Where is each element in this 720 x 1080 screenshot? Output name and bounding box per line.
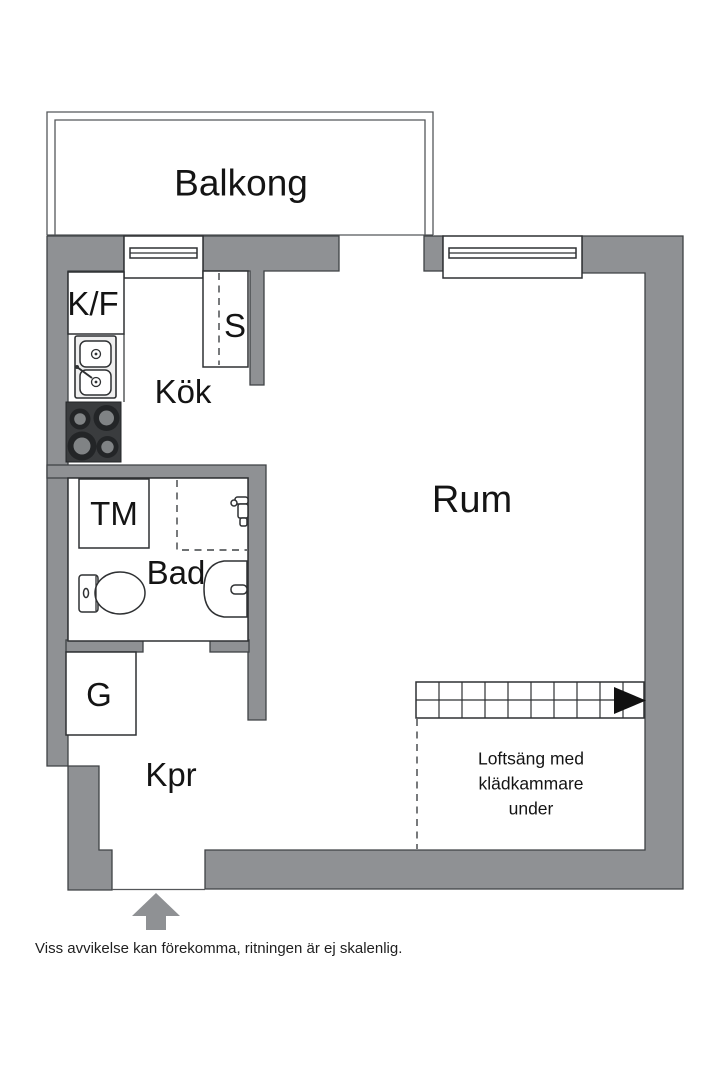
- window-icon-left: [123, 235, 204, 279]
- room-label: Rum: [431, 479, 513, 522]
- fridge-freezer-box: [67, 271, 125, 402]
- fridge-freezer-label: K/F: [67, 284, 119, 322]
- loft-note-line1: Loftsäng med klädkammare: [477, 748, 585, 794]
- wardrobe-g-label: G: [86, 675, 112, 713]
- stairs-direction-arrow: [614, 687, 646, 714]
- shower-mixer-icon: [230, 496, 249, 527]
- bathroom-sink-icon: [203, 560, 248, 618]
- disclaimer-text: Viss avvikelse kan förekomma, ritningen …: [35, 940, 403, 957]
- stairs-icon: [415, 681, 646, 719]
- toilet-icon: [78, 571, 146, 615]
- closet-s-label: S: [223, 306, 247, 344]
- loft-note: Loftsäng med klädkammare under: [437, 747, 626, 822]
- window-icon-right: [442, 235, 583, 279]
- bathroom-label: Bad: [146, 553, 206, 591]
- kitchen-label: Kök: [154, 372, 212, 410]
- closet-s-box: [202, 270, 249, 368]
- washing-machine-box: [78, 478, 150, 549]
- loft-note-line2: under: [508, 798, 554, 819]
- wardrobe-g-box: [65, 651, 137, 736]
- kitchen-sink-icon: [74, 335, 117, 399]
- balcony-outline: [46, 111, 434, 236]
- stove-icon: [65, 401, 122, 463]
- exterior-walls: [46, 235, 684, 891]
- shower-area-dashed: [176, 480, 247, 551]
- hallway-label: Kpr: [145, 755, 197, 793]
- balcony-label: Balkong: [174, 162, 308, 204]
- entrance-arrow-icon: [132, 893, 180, 930]
- washing-machine-label: TM: [90, 494, 138, 532]
